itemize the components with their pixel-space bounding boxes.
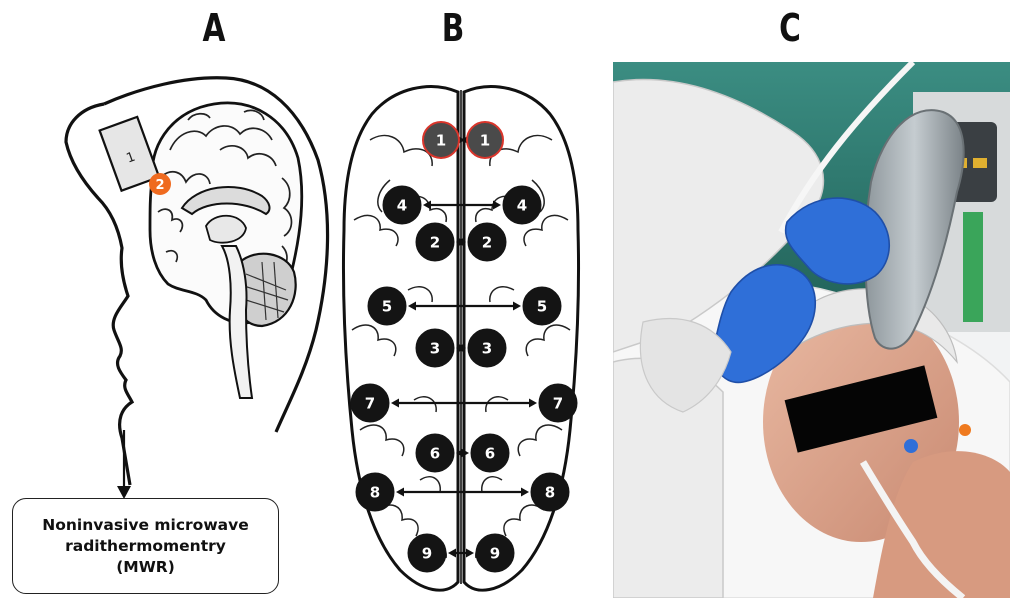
point-7-left-label: 7 bbox=[365, 395, 375, 413]
mwr-label-box: Noninvasive microwave radithermomentry (… bbox=[12, 498, 279, 594]
point-9-left-label: 9 bbox=[422, 545, 432, 563]
point-4-left-label: 4 bbox=[397, 197, 407, 215]
point-6-right-label: 6 bbox=[485, 445, 495, 463]
panel-c-clinical-photo bbox=[613, 62, 1010, 598]
ecg-electrode-orange bbox=[959, 424, 971, 436]
point-5-right-label: 5 bbox=[537, 298, 547, 316]
point-3-right-label: 3 bbox=[482, 340, 492, 358]
point-1-right-label: 1 bbox=[480, 132, 490, 150]
point-7-right-label: 7 bbox=[553, 395, 563, 413]
mwr-line-1: Noninvasive microwave bbox=[42, 515, 248, 536]
point-5-left-label: 5 bbox=[382, 298, 392, 316]
point-9-right-label: 9 bbox=[490, 545, 500, 563]
point-4-right-label: 4 bbox=[517, 197, 527, 215]
point-3-left-label: 3 bbox=[430, 340, 440, 358]
mwr-line-2: radithermomentry bbox=[42, 536, 248, 557]
point-1-left-label: 1 bbox=[436, 132, 446, 150]
panel-a-head-diagram: 1 2 bbox=[0, 0, 330, 500]
ecg-electrode-blue bbox=[904, 439, 918, 453]
thalamus bbox=[206, 216, 246, 243]
panel-label-c: C bbox=[767, 6, 814, 50]
panel-b-brain-map: 1 1 4 4 2 2 5 5 3 3 7 7 6 6 8 8 9 9 bbox=[330, 70, 600, 602]
control-button-icon bbox=[973, 158, 987, 168]
target-number: 2 bbox=[155, 178, 164, 193]
point-6-left-label: 6 bbox=[430, 445, 440, 463]
panel-label-b: B bbox=[430, 6, 477, 50]
point-2-left-label: 2 bbox=[430, 234, 440, 252]
green-tube bbox=[963, 212, 983, 322]
point-8-right-label: 8 bbox=[545, 484, 555, 502]
point-8-left-label: 8 bbox=[370, 484, 380, 502]
mwr-line-3: (MWR) bbox=[42, 557, 248, 578]
point-2-right-label: 2 bbox=[482, 234, 492, 252]
